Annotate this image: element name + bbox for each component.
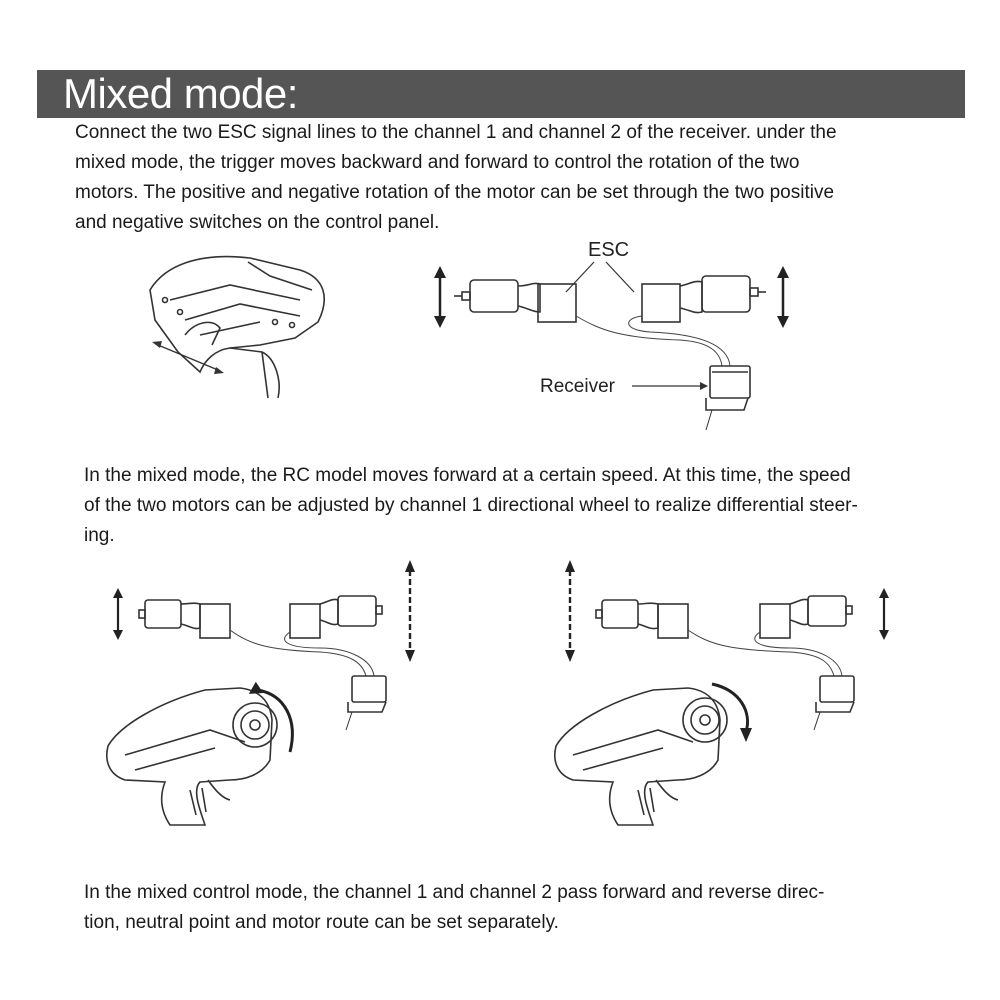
left-motor-arrow-small (113, 588, 123, 640)
footer-line: In the mixed control mode, the channel 1… (84, 882, 825, 903)
right-esc-small-right (759, 603, 791, 639)
left-turn-diagram (106, 560, 415, 826)
steering-line: ing. (84, 525, 115, 546)
intro-line: Connect the two ESC signal lines to the … (75, 122, 837, 143)
wheel-rotation-arrow-right (711, 682, 752, 742)
left-motor-small-right (595, 599, 659, 630)
right-motor-arrow-small (879, 588, 889, 640)
right-turn-diagram (554, 560, 889, 826)
right-motor-small (319, 595, 383, 627)
receiver-small-right (813, 675, 855, 731)
transmitter-wheel-left (106, 687, 278, 826)
steering-paragraph: In the mixed mode, the RC model moves fo… (84, 461, 858, 551)
section-title: Mixed mode: (63, 70, 298, 117)
right-motor (679, 275, 766, 314)
steering-line: of the two motors can be adjusted by cha… (84, 495, 858, 516)
intro-line: and negative switches on the control pan… (75, 212, 440, 233)
left-motor-direction-arrow (434, 266, 446, 328)
transmitter-trigger-image (149, 255, 326, 399)
intro-paragraph: Connect the two ESC signal lines to the … (75, 118, 837, 238)
right-esc (641, 283, 681, 323)
section-header: Mixed mode: (37, 70, 965, 118)
left-dashed-arrow (565, 560, 575, 662)
wheel-rotation-arrow-left (248, 681, 294, 753)
receiver-label: Receiver (540, 376, 616, 397)
right-motor-small-right (789, 595, 853, 627)
esc-label: ESC (588, 239, 629, 261)
right-motor-direction-arrow (777, 266, 789, 328)
left-esc (537, 283, 577, 323)
footer-paragraph: In the mixed control mode, the channel 1… (84, 878, 824, 938)
transmitter-wheel-right (554, 687, 728, 826)
right-motor-dashed-arrow (405, 560, 415, 662)
left-motor-small (138, 599, 201, 630)
footer-line: tion, neutral point and motor route can … (84, 912, 559, 933)
intro-line: motors. The positive and negative rotati… (75, 182, 835, 203)
left-motor (454, 279, 541, 313)
left-esc-small (199, 603, 231, 639)
receiver-small-left (345, 675, 387, 731)
trigger-direction-arrow (152, 341, 224, 374)
left-esc-small-right (657, 603, 689, 639)
intro-line: mixed mode, the trigger moves backward a… (75, 152, 800, 173)
right-esc-small (289, 603, 321, 639)
receiver-icon (705, 365, 751, 431)
steering-line: In the mixed mode, the RC model moves fo… (84, 465, 851, 486)
